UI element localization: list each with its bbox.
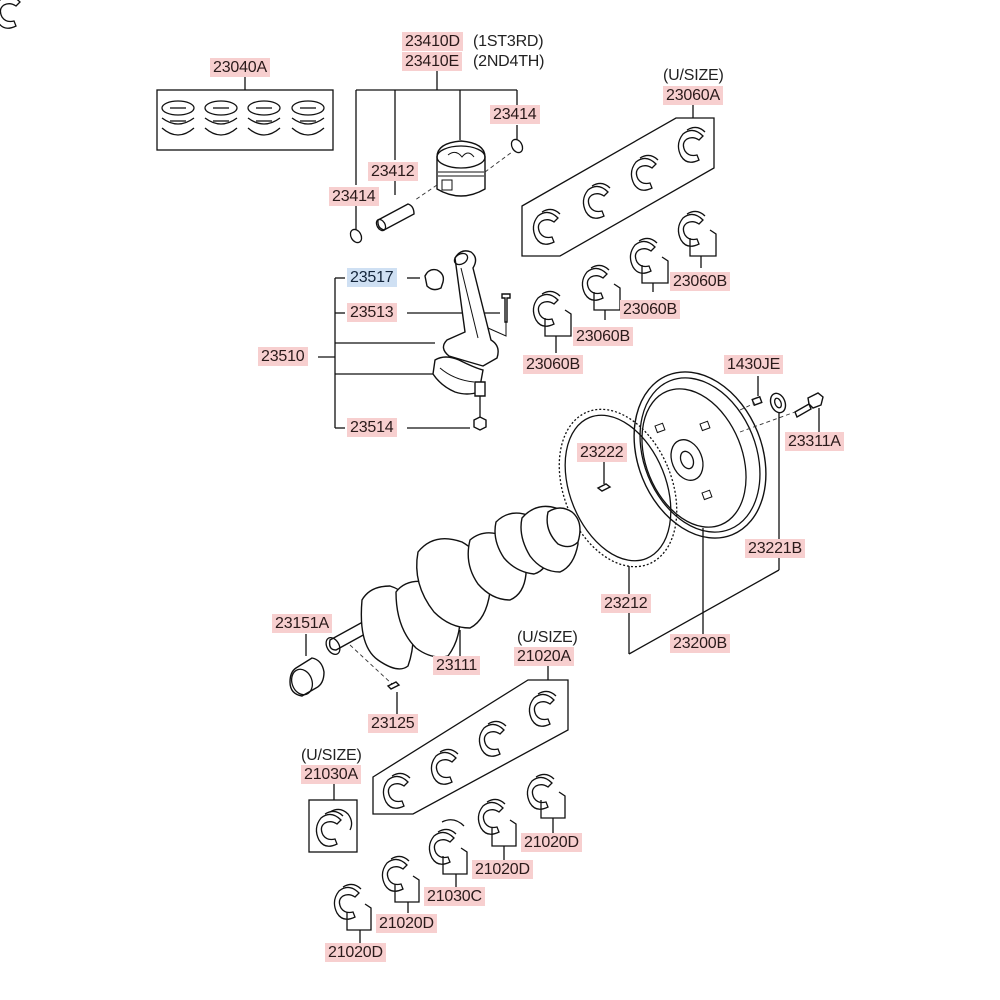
label-conrod-bearing-b4[interactable]: 23060B xyxy=(670,272,730,291)
label-conrod-bearing-b2[interactable]: 23060B xyxy=(573,327,633,346)
main-bearing-d-icons xyxy=(333,773,566,943)
ring-gear-icon xyxy=(558,408,678,568)
label-main-bearing-d3[interactable]: 21020D xyxy=(472,860,533,879)
label-crankshaft[interactable]: 23111 xyxy=(433,656,481,675)
label-thrust-bearing-c[interactable]: 21030C xyxy=(424,887,485,906)
label-conrod-bearing-b3[interactable]: 23060B xyxy=(620,300,680,319)
label-flywheel-assy[interactable]: 23200B xyxy=(670,634,730,653)
label-conrod-bearing-usize[interactable]: 23060A xyxy=(663,86,723,105)
label-crank-key[interactable]: 23125 xyxy=(368,714,418,733)
flywheel-icon xyxy=(633,371,767,539)
label-conrod-assy[interactable]: 23510 xyxy=(258,347,308,366)
connecting-rod-icon xyxy=(424,250,511,431)
label-conrod-bolt[interactable]: 23513 xyxy=(347,303,397,322)
label-conrod-bushing[interactable]: 23517 xyxy=(347,268,397,287)
label-pilot-bushing[interactable]: 1430JE xyxy=(724,355,784,374)
label-piston-2nd4th-note: (2ND4TH) xyxy=(473,53,545,70)
label-main-bearing-d4[interactable]: 21020D xyxy=(521,833,582,852)
flywheel-hardware-icons xyxy=(739,376,824,433)
label-piston-1st3rd[interactable]: 23410D xyxy=(402,32,463,51)
snap-ring-left-icon xyxy=(349,228,363,244)
label-snap-ring-left[interactable]: 23414 xyxy=(329,187,379,206)
piston-pin-icon xyxy=(375,203,415,232)
crankshaft-icon xyxy=(325,505,581,714)
label-main-bearing-d1[interactable]: 21020D xyxy=(325,943,386,962)
thrust-bearing-usize-box-icon xyxy=(308,784,358,853)
label-main-bearing-d2[interactable]: 21020D xyxy=(376,914,437,933)
label-piston-pin[interactable]: 23412 xyxy=(368,162,418,181)
piston-ring-set-icon xyxy=(156,76,334,151)
piston-icon xyxy=(414,140,513,201)
conrod-bearing-usize-box-icon xyxy=(521,105,715,257)
label-main-bearing-usize[interactable]: 21020A xyxy=(514,647,574,666)
crank-sprocket-icon xyxy=(289,634,325,697)
label-ring-gear[interactable]: 23212 xyxy=(601,594,651,613)
label-flywheel-bolt[interactable]: 23311A xyxy=(785,432,844,451)
label-piston-ring-set[interactable]: 23040A xyxy=(210,58,270,77)
label-piston-2nd4th[interactable]: 23410E xyxy=(402,52,462,71)
label-conrod-nut[interactable]: 23514 xyxy=(347,418,397,437)
label-thrust-bearing-usize[interactable]: 21030A xyxy=(301,765,361,784)
snap-ring-right-icon xyxy=(510,138,524,154)
main-bearing-usize-box-icon xyxy=(372,666,569,815)
label-ring-gear-pin[interactable]: 23222 xyxy=(577,443,627,462)
label-piston-1st3rd-note: (1ST3RD) xyxy=(473,33,544,50)
label-conrod-bearing-b1[interactable]: 23060B xyxy=(523,355,583,374)
label-main-bearing-usize-note: (U/SIZE) xyxy=(517,629,578,646)
label-snap-ring-right[interactable]: 23414 xyxy=(490,105,540,124)
label-conrod-bearing-usize-note: (U/SIZE) xyxy=(663,67,724,84)
label-flywheel-bearing[interactable]: 23221B xyxy=(745,539,805,558)
label-thrust-bearing-usize-note: (U/SIZE) xyxy=(301,747,362,764)
piston-leader-lines xyxy=(355,70,518,230)
label-crank-sprocket[interactable]: 23151A xyxy=(272,614,332,633)
